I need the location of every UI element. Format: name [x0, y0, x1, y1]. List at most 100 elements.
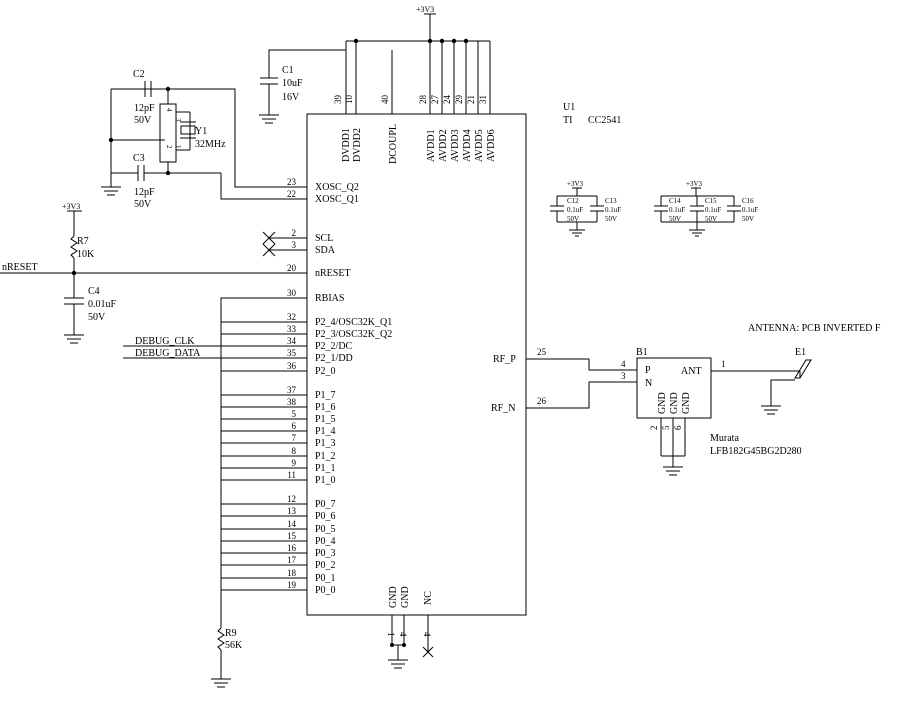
- resistor-r7: [70, 235, 78, 259]
- c3-ref: C3: [133, 153, 145, 164]
- u1-pin-number: 10: [344, 95, 354, 105]
- b1-ref: B1: [636, 347, 648, 358]
- y1-value: 32MHz: [195, 139, 226, 150]
- c1-rating: 16V: [282, 92, 300, 103]
- u1-pin-name: SDA: [315, 245, 336, 256]
- crystal-y1-body: [159, 103, 177, 163]
- u1-manufacturer: TI: [563, 115, 572, 126]
- u1-pin-name: P1_6: [315, 402, 336, 413]
- b1-pin-number: 1: [721, 359, 726, 369]
- u1-pin-number: 30: [287, 288, 297, 298]
- c14-value: 0.1uF: [669, 206, 685, 214]
- u1-pin-number: 17: [287, 555, 297, 565]
- y1-pin-number: 4: [165, 108, 173, 112]
- b1-manufacturer: Murata: [710, 433, 739, 444]
- c12-value: 0.1uF: [567, 206, 583, 214]
- c4-value: 0.01uF: [88, 299, 117, 310]
- u1-pin-name: P2_2/DC: [315, 341, 353, 352]
- u1-pin-number: 12: [287, 494, 296, 504]
- u1-pin-name: AVDD3: [450, 129, 461, 162]
- c2-value: 12pF: [134, 103, 155, 114]
- u1-pin-number: 33: [287, 324, 297, 334]
- y1-pin-number: 2: [165, 145, 173, 149]
- net-label-debug-clk: DEBUG_CLK: [135, 336, 195, 347]
- ground-icon: [388, 659, 408, 669]
- b1-pin-name-ant: ANT: [681, 366, 702, 377]
- u1-pin-name: nRESET: [315, 268, 351, 279]
- u1-pin-number: 39: [333, 95, 343, 105]
- u1-pin-number: 5: [292, 409, 297, 419]
- b1-pin-number: 5: [661, 425, 671, 430]
- no-connect-icon: [422, 646, 434, 658]
- power-label: +3V3: [416, 5, 434, 14]
- u1-pin-name: P1_4: [315, 426, 336, 437]
- u1-pin-number: 4: [398, 632, 408, 637]
- r9-value: 56K: [225, 640, 243, 651]
- y1-pin-number: 1: [174, 145, 182, 149]
- no-connect-icon: [262, 231, 307, 245]
- u1-pin-name: GND: [400, 586, 411, 608]
- c2-rating: 50V: [134, 115, 152, 126]
- u1-pin-name: AVDD5: [474, 129, 485, 162]
- u1-pin-name: NC: [423, 591, 434, 605]
- b1-pin-name-gnd: GND: [669, 392, 680, 414]
- u1-pin-number: 37: [287, 385, 297, 395]
- u1-pin-name: RF_P: [493, 354, 516, 365]
- u1-pin-name: AVDD2: [438, 129, 449, 162]
- balun-b1: B1 P N ANT GND GND GND 2 5 6 Murata LFB1…: [636, 347, 802, 467]
- u1-pin-number: 18: [287, 568, 297, 578]
- ground-icon: [64, 334, 84, 344]
- ground-icon: [689, 229, 705, 237]
- c1-value: 10uF: [282, 78, 303, 89]
- b1-pin-number: 4: [621, 359, 626, 369]
- u1-pin-name: P0_3: [315, 548, 336, 559]
- b1-pin-name-p: P: [645, 365, 651, 376]
- reset-circuit: +3V3 R7 10K nRESET C4 0.01uF 50V: [0, 202, 307, 335]
- u1-pin-number: 32: [287, 312, 296, 322]
- c12-rating: 50V: [567, 215, 579, 223]
- u1-pin-number: 35: [287, 348, 297, 358]
- u1-pin-number: 34: [287, 336, 297, 346]
- u1-pin-name: P2_1/DD: [315, 353, 353, 364]
- u1-pin-name: SCL: [315, 233, 333, 244]
- net-label-nreset: nRESET: [2, 262, 38, 273]
- u1-pin-name: P0_4: [315, 536, 336, 547]
- u1-pin-name: P1_3: [315, 438, 336, 449]
- u1-pin-number: 40: [380, 95, 390, 105]
- power-3v3-top: +3V3: [416, 5, 436, 15]
- u1-pin-number: 6: [292, 421, 297, 431]
- b1-pin-name-gnd: GND: [681, 392, 692, 414]
- u1-pin-number: 38: [287, 397, 297, 407]
- rbias-circuit: R9 56K: [217, 297, 307, 679]
- u1-pin-name: AVDD1: [426, 129, 437, 162]
- u1-pin-name: P0_7: [315, 499, 336, 510]
- u1-pin-name: RF_N: [491, 403, 515, 414]
- u1-pin-number: 11: [287, 470, 296, 480]
- e1-note: ANTENNA: PCB INVERTED F: [748, 323, 881, 334]
- u1-pin-number: 13: [287, 506, 297, 516]
- capacitor-c1: C1 10uF 16V: [260, 49, 346, 115]
- u1-pin-name: P1_1: [315, 463, 336, 474]
- c13-rating: 50V: [605, 215, 617, 223]
- resistor-r9: [217, 627, 225, 651]
- y1-pin-number: 3: [174, 118, 182, 122]
- y1-ref: Y1: [195, 126, 207, 137]
- b1-pin-number: 6: [673, 425, 683, 430]
- b1-pin-number: 3: [621, 371, 626, 381]
- ground-icon: [569, 229, 585, 237]
- u1-pin-number: 15: [287, 531, 297, 541]
- u1-pin-name: P0_2: [315, 560, 336, 571]
- u1-pin-name: P0_6: [315, 511, 336, 522]
- c2-ref: C2: [133, 69, 145, 80]
- power-label: +3V3: [686, 180, 703, 188]
- u1-pin-name: DVDD2: [352, 128, 363, 162]
- power-label: +3V3: [567, 180, 584, 188]
- b1-pin-number: 2: [649, 426, 659, 431]
- r7-value: 10K: [77, 249, 95, 260]
- u1-pin-number: 16: [287, 543, 297, 553]
- r9-ref: R9: [225, 628, 237, 639]
- c3-rating: 50V: [134, 199, 152, 210]
- u1-pin-name: RBIAS: [315, 293, 344, 304]
